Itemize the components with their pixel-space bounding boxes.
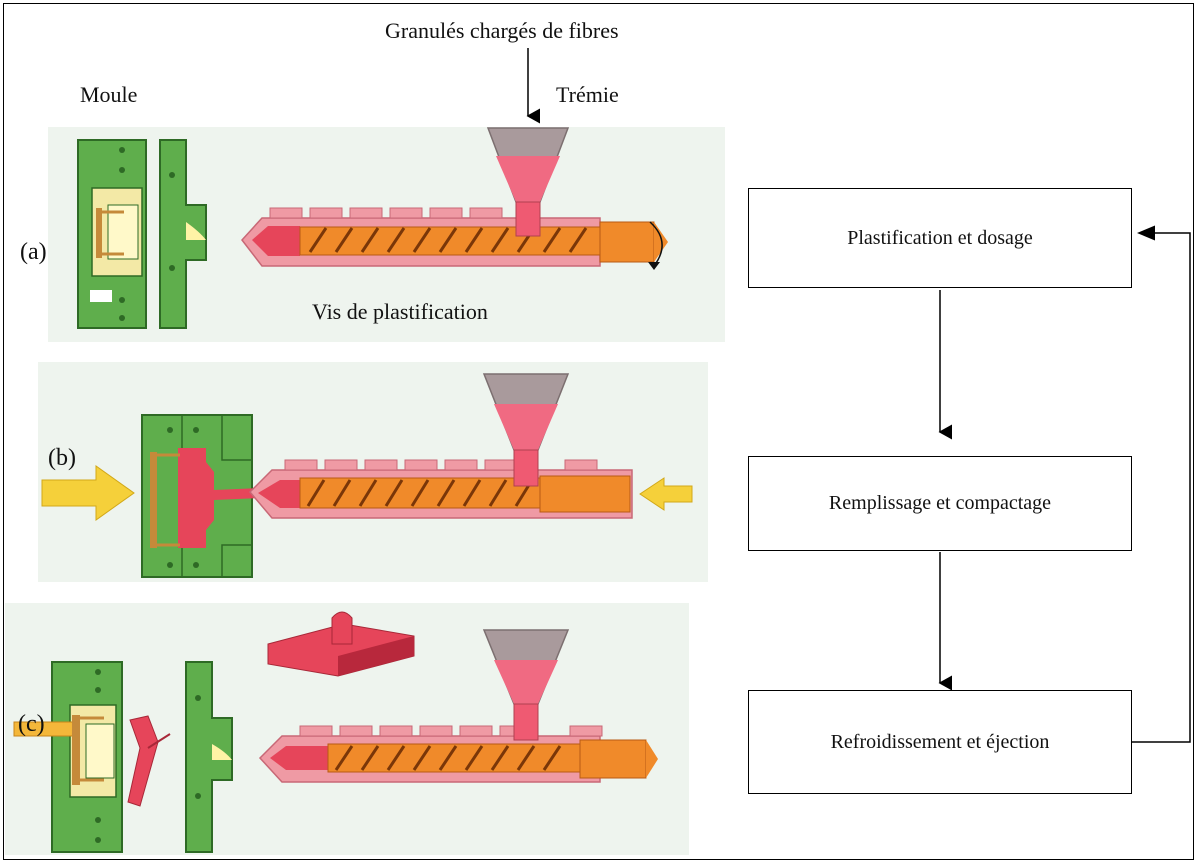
stage-a-label: (a) xyxy=(20,239,47,265)
clamp-force-arrow xyxy=(41,465,135,521)
flow-step-label: Remplissage et compactage xyxy=(828,492,1052,514)
hopper-label: Trémie xyxy=(556,82,619,107)
hopper-a xyxy=(486,127,570,237)
barrel-c xyxy=(258,725,658,783)
barrel-b xyxy=(248,459,633,519)
flow-loop-arrow xyxy=(1132,225,1191,743)
flow-step-filling: Remplissage et compactage xyxy=(748,456,1132,551)
figure-frame xyxy=(3,3,1194,860)
screw-label: Vis de plastification xyxy=(312,299,488,324)
flow-step-label: Plastification et dosage xyxy=(847,226,1033,249)
hopper-c xyxy=(482,629,570,741)
ejector-pin-c xyxy=(13,715,104,785)
mould-moving-half-c xyxy=(185,661,233,853)
mould-moving-half-a xyxy=(159,139,207,329)
stage-c-label: (c) xyxy=(18,711,45,737)
barrel-a xyxy=(241,207,668,270)
hopper-b xyxy=(482,373,570,487)
ejected-runner-c xyxy=(127,715,171,807)
feed-label: Granulés chargés de fibres xyxy=(385,18,619,43)
flow-step-label: Refroidissement et éjection xyxy=(830,730,1050,753)
mould-fixed-half-a xyxy=(77,139,147,329)
mould-fixed-half-c xyxy=(51,661,123,853)
ejected-part-c xyxy=(267,611,415,677)
injection-force-arrow xyxy=(639,477,693,511)
mould-closed-b xyxy=(141,414,262,578)
flow-step-plastification: Plastification et dosage xyxy=(748,188,1132,288)
flow-step-cooling: Refroidissement et éjection xyxy=(748,690,1132,794)
mould-label: Moule xyxy=(80,82,138,107)
stage-b-label: (b) xyxy=(48,445,76,471)
